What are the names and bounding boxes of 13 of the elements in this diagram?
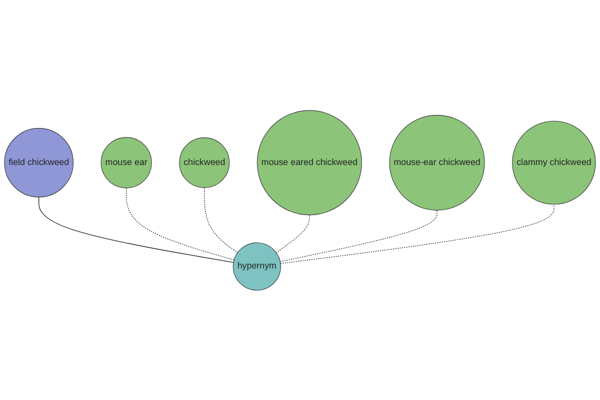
node-circle: field chickweed [4, 128, 74, 197]
node-circle: clammy chickweed [512, 120, 596, 204]
connector [126, 187, 234, 260]
node-circle: mouse eared chickweed [256, 110, 362, 215]
connector [280, 204, 554, 264]
connector [280, 210, 438, 262]
node-circle: hypernym [232, 242, 281, 290]
connector [38, 196, 234, 262]
node-circle: mouse-ear chickweed [389, 114, 485, 210]
node-circle: mouse ear [100, 136, 152, 188]
connector [204, 186, 238, 253]
node-circle: chickweed [179, 137, 230, 188]
connector [276, 214, 310, 253]
